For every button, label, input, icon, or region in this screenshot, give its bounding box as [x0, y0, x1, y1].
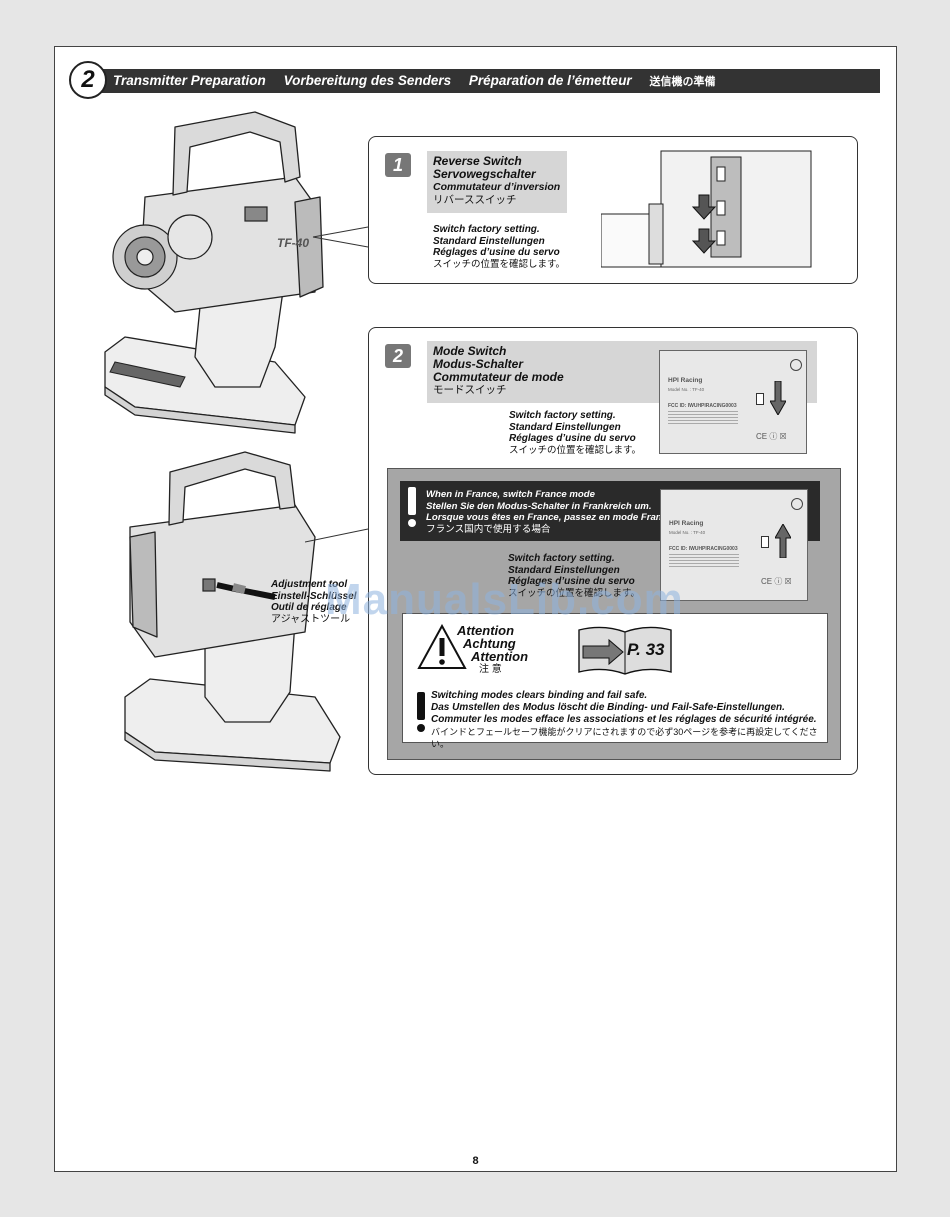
- plate-brand: HPI Racing: [668, 377, 703, 384]
- step2-factory-en: Switch factory setting.: [509, 410, 616, 421]
- plate-fcc: FCC ID: IWUHPIRACING0003: [668, 403, 737, 409]
- section-number: 2: [69, 61, 107, 99]
- france-factory-en: Switch factory setting.: [508, 553, 615, 564]
- mode-switch-icon-france: [761, 536, 769, 548]
- step2-label-de: Modus-Schalter: [433, 357, 524, 371]
- attention-text-en: Switching modes clears binding and fail …: [431, 690, 648, 701]
- step2-factory-jp: スイッチの位置を確認します。: [509, 444, 642, 456]
- step1-factory-en: Switch factory setting.: [433, 224, 540, 235]
- arrow-down-icon: [770, 381, 786, 415]
- step2-label-fr: Commutateur de mode: [433, 370, 564, 384]
- step1-label-de: Servowegschalter: [433, 167, 536, 181]
- tool-label-jp: アジャストツール: [271, 613, 351, 625]
- attention-en: Attention: [457, 623, 515, 638]
- attention-text-jp: バインドとフェールセーフ機能がクリアにされますので必ず30ページを参考に再設定し…: [431, 727, 818, 749]
- attention-fr: Attention: [471, 649, 529, 664]
- title-en: Transmitter Preparation: [113, 73, 266, 88]
- step2-badge: 2: [385, 344, 411, 368]
- tool-label-de: Einstell-Schlüssel: [271, 590, 357, 602]
- callout-lines: [305, 226, 369, 543]
- manual-page: 2 Transmitter Preparation Vorbereitung d…: [54, 46, 897, 1172]
- title-fr: Préparation de l’émetteur: [468, 73, 632, 88]
- attention-box: Attention Achtung Attention 注 意 P. 33 Sw…: [402, 613, 828, 749]
- book-icon: [578, 626, 672, 675]
- label-plate-factory: HPI Racing Model No. : TF-40 FCC ID: IWU…: [659, 350, 807, 454]
- ce-mark-icon-2: CE ⓘ ☒: [761, 577, 792, 586]
- step1-label-fr: Commutateur d’inversion: [433, 181, 561, 193]
- step1-label: Reverse Switch Servowegschalter Commutat…: [427, 151, 567, 213]
- label-plate-france: HPI Racing Model No. : TF-40 FCC ID: IWU…: [660, 489, 808, 601]
- page-number: 8: [472, 1155, 479, 1167]
- plate2-brand: HPI Racing: [669, 520, 704, 527]
- france-notice-fr: Lorsque vous êtes en France, passez en m…: [426, 512, 673, 523]
- step1-factory-fr: Réglages d’usine du servo: [433, 247, 560, 258]
- tool-label-en: Adjustment tool: [271, 579, 348, 590]
- step1-label-jp: リバーススイッチ: [433, 194, 517, 206]
- attention-text-de: Das Umstellen des Modus löscht die Bindi…: [431, 702, 785, 713]
- step1-factory-de: Standard Einstellungen: [433, 235, 545, 247]
- transmitter-illustration-bottom: [124, 451, 341, 772]
- plate-model: Model No. : TF-40: [668, 387, 705, 392]
- plate2-model: Model No. : TF-40: [669, 530, 706, 535]
- reverse-switch-closeup: [601, 150, 812, 268]
- ce-mark-icon: CE ⓘ ☒: [756, 432, 787, 441]
- section-title: Transmitter Preparation Vorbereitung des…: [113, 73, 729, 89]
- step1-badge: 1: [385, 153, 411, 177]
- warning-triangle-icon: [417, 624, 467, 669]
- france-mode-panel: When in France, switch France mode Stell…: [387, 468, 841, 760]
- mode-switch-icon: [756, 393, 764, 405]
- title-de: Vorbereitung des Senders: [283, 73, 452, 88]
- attention-de: Achtung: [463, 636, 516, 651]
- transmitter-illustration-top: TF-40: [104, 111, 324, 434]
- title-jp: 送信機の準備: [649, 76, 716, 88]
- step2-factory-de: Standard Einstellungen: [509, 421, 621, 433]
- step2-factory-fr: Réglages d’usine du servo: [509, 433, 636, 444]
- france-factory-de: Standard Einstellungen: [508, 564, 620, 576]
- attention-text: Switching modes clears binding and fail …: [431, 690, 827, 750]
- screw-icon-2: [791, 498, 803, 510]
- step1-factory-note: Switch factory setting. Standard Einstel…: [433, 224, 565, 270]
- step2-label-en: Mode Switch: [433, 344, 507, 358]
- arrow-up-icon: [775, 524, 791, 558]
- step1-reverse-switch-panel: 1 Reverse Switch Servowegschalter Commut…: [368, 136, 858, 284]
- step1-label-en: Reverse Switch: [433, 154, 522, 168]
- attention-text-fr: Commuter les modes efface les associatio…: [431, 714, 817, 725]
- france-factory-note: Switch factory setting. Standard Einstel…: [508, 553, 640, 599]
- attention-words: Attention Achtung Attention 注 意: [457, 624, 528, 676]
- transmitter-logo: TF-40: [277, 236, 309, 250]
- adjustment-tool-label: Adjustment tool Einstell-Schlüssel Outil…: [271, 579, 357, 625]
- step2-label-jp: モードスイッチ: [433, 384, 507, 396]
- france-notice-jp: フランス国内で使用する場合: [426, 523, 551, 535]
- step2-factory-note: Switch factory setting. Standard Einstel…: [509, 410, 641, 456]
- tool-label-fr: Outil de réglage: [271, 602, 347, 613]
- page-reference: P. 33: [627, 640, 665, 659]
- plate2-fcc: FCC ID: IWUHPIRACING0003: [669, 546, 738, 552]
- france-notice-en: When in France, switch France mode: [426, 489, 595, 500]
- section-header-bar: [77, 69, 880, 93]
- attention-exclaim-icon: [417, 692, 425, 720]
- attention-jp: 注 意: [479, 664, 502, 675]
- france-factory-jp: スイッチの位置を確認します。: [508, 587, 641, 599]
- step2-mode-switch-panel: 2 Mode Switch Modus-Schalter Commutateur…: [368, 327, 858, 775]
- warning-exclaim-icon: [408, 487, 416, 515]
- france-notice-de: Stellen Sie den Modus-Schalter in Frankr…: [426, 500, 652, 512]
- screw-icon: [790, 359, 802, 371]
- step1-factory-jp: スイッチの位置を確認します。: [433, 258, 566, 270]
- france-factory-fr: Réglages d’usine du servo: [508, 576, 635, 587]
